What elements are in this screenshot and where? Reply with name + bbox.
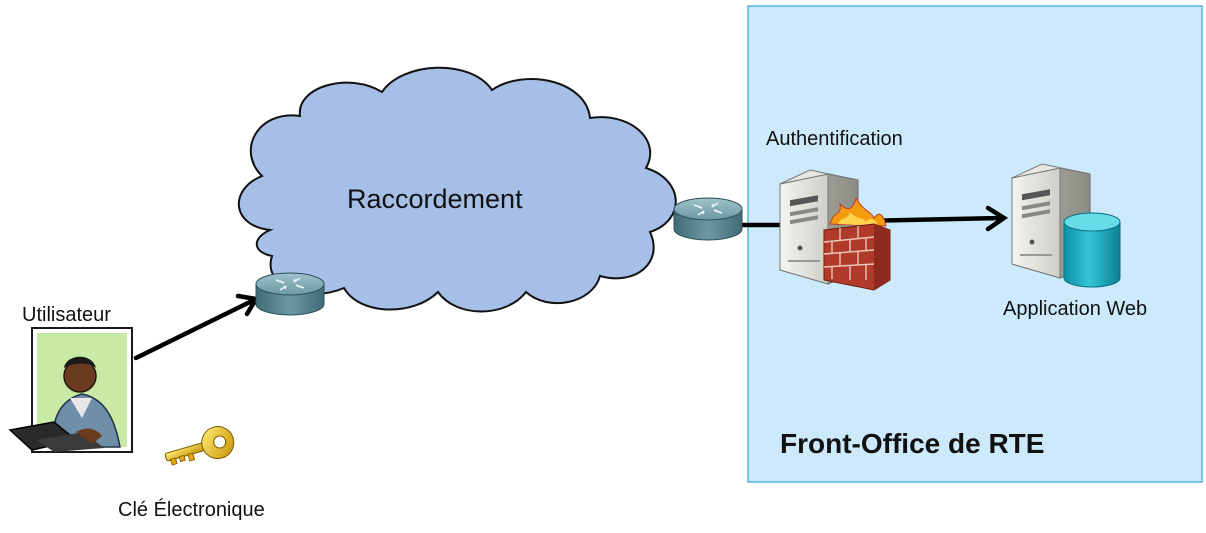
auth-to-app-arrow — [859, 215, 1005, 224]
network-cloud — [237, 66, 677, 313]
user-to-router-arrow — [133, 297, 257, 361]
database-icon — [1063, 212, 1121, 288]
auth-server-label: Authentification — [766, 128, 903, 150]
user-label: Utilisateur — [22, 304, 111, 326]
front-office-title: Front-Office de RTE — [780, 428, 1045, 459]
app-server-label: Application Web — [1003, 298, 1148, 320]
key-label: Clé Électronique — [118, 499, 265, 521]
network-cloud-label: Raccordement — [347, 184, 523, 214]
firewall-icon — [823, 196, 891, 291]
router-icon — [255, 272, 325, 316]
key-icon — [164, 426, 235, 466]
user-at-laptop-icon — [8, 327, 133, 453]
router-icon — [673, 197, 743, 241]
